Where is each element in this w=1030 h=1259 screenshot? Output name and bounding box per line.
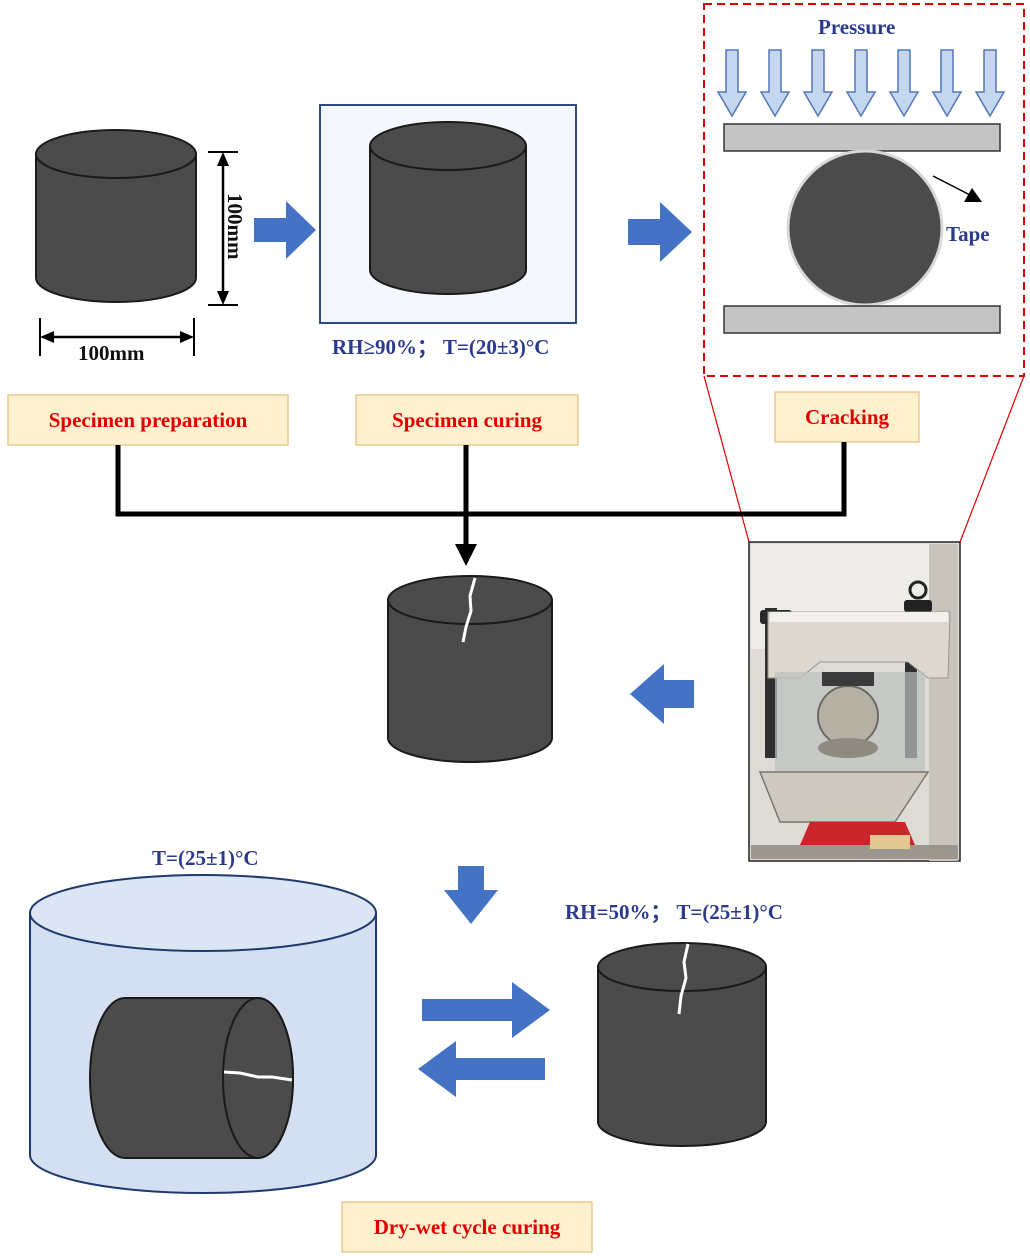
stage-dry-wet-text: Dry-wet cycle curing [374,1215,561,1239]
stage-label-cracking: Cracking [774,391,920,443]
press-machine-photo [748,541,961,862]
arrow-right-icon [422,982,550,1038]
height-dimension: 100mm [208,151,247,306]
water-bath-condition: T=(25±1)°C [152,846,259,870]
cracking-inset: Pressure Tape [703,3,1025,377]
arrow-right-icon [628,202,692,262]
arrow-left-icon [418,1041,545,1097]
stage-preparation-text: Specimen preparation [49,408,248,432]
callout-line [959,375,1025,543]
cracked-specimen [387,575,553,763]
arrow-down-icon [444,866,498,924]
crack-line [677,943,690,1015]
stage-curing-text: Specimen curing [392,408,542,432]
submerged-specimen [89,997,294,1159]
specimen-preparation-cylinder [35,129,197,303]
curing-condition: RH≥90%； T=(20±3)°C [332,335,549,359]
arrow-left-icon [630,664,694,724]
stage-label-dry-wet: Dry-wet cycle curing [341,1201,593,1253]
stage-label-curing: Specimen curing [355,394,579,446]
upper-plate [723,123,1001,152]
callout-line [703,375,750,543]
lower-plate [723,305,1001,334]
width-label: 100mm [78,341,145,365]
width-dimension: 100mm [39,318,195,365]
flow-connector [115,442,847,546]
height-label: 100mm [223,193,247,260]
pressure-label: Pressure [818,15,895,39]
tape-label: Tape [946,222,990,246]
pressure-arrows [716,49,1006,118]
drying-specimen [597,942,767,1147]
air-dry-condition: RH=50%； T=(25±1)°C [565,900,783,924]
stage-cracking-text: Cracking [805,405,890,429]
crack-line [461,577,477,643]
curing-chamber [319,104,577,324]
specimen-cross-section [786,149,944,307]
arrow-down-icon [455,544,477,566]
stage-label-preparation: Specimen preparation [7,394,289,446]
crack-line [223,1070,293,1082]
arrow-right-icon [254,201,316,259]
